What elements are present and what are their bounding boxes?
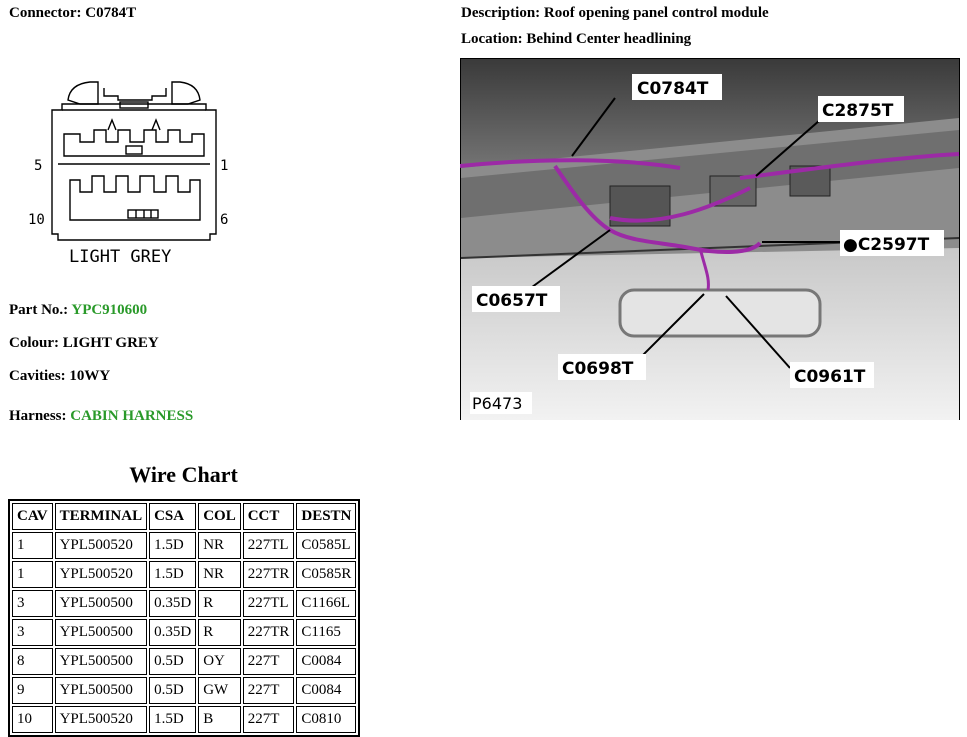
cell-col: GW bbox=[198, 677, 241, 704]
callout-c0657t: C0657T bbox=[476, 291, 548, 311]
cell-cct: 227T bbox=[242, 648, 295, 675]
location-label: Location: bbox=[461, 31, 523, 47]
cell-terminal: YPL500500 bbox=[54, 648, 148, 675]
cell-csa: 0.5D bbox=[149, 648, 197, 675]
photo-reference: P6473 bbox=[472, 394, 522, 413]
table-row: 1 YPL500520 1.5D NR 227TR C0585R bbox=[12, 561, 357, 588]
cell-cav: 1 bbox=[12, 532, 53, 559]
cell-cav: 3 bbox=[12, 619, 53, 646]
cell-cav: 9 bbox=[12, 677, 53, 704]
cavities-line: Cavities: 10WY bbox=[9, 368, 110, 385]
cell-cav: 3 bbox=[12, 590, 53, 617]
cell-cav: 10 bbox=[12, 706, 53, 733]
connector-face-diagram: 5 1 10 6 LIGHT GREY bbox=[28, 81, 228, 267]
cell-col: B bbox=[198, 706, 241, 733]
cell-terminal: YPL500520 bbox=[54, 561, 148, 588]
cell-cav: 1 bbox=[12, 561, 53, 588]
harness-line: Harness: CABIN HARNESS bbox=[9, 408, 193, 425]
colour-value: LIGHT GREY bbox=[62, 335, 159, 351]
pin-number-10: 10 bbox=[28, 212, 45, 228]
wire-chart-header-row: CAV TERMINAL CSA COL CCT DESTN bbox=[12, 503, 357, 530]
header-terminal: TERMINAL bbox=[54, 503, 148, 530]
callout-c2597t: ●C2597T bbox=[843, 235, 930, 255]
pin-number-6: 6 bbox=[220, 212, 228, 228]
location-photo: C0784T C2875T ●C2597T C0657T C0698T C096… bbox=[460, 58, 960, 420]
cell-destn: C0810 bbox=[296, 706, 357, 733]
table-row: 8 YPL500500 0.5D OY 227T C0084 bbox=[12, 648, 357, 675]
header-col: COL bbox=[198, 503, 241, 530]
colour-label: Colour: bbox=[9, 335, 59, 351]
description-line: Description: Roof opening panel control … bbox=[461, 5, 769, 22]
header-cct: CCT bbox=[242, 503, 295, 530]
location-line: Location: Behind Center headlining bbox=[461, 31, 691, 48]
table-row: 9 YPL500500 0.5D GW 227T C0084 bbox=[12, 677, 357, 704]
cell-col: OY bbox=[198, 648, 241, 675]
colour-line: Colour: LIGHT GREY bbox=[9, 335, 159, 352]
part-number-link[interactable]: YPC910600 bbox=[71, 302, 148, 318]
cell-destn: C0585L bbox=[296, 532, 357, 559]
pin-number-5: 5 bbox=[34, 158, 42, 174]
cell-cct: 227T bbox=[242, 677, 295, 704]
part-number-line: Part No.: YPC910600 bbox=[9, 302, 147, 319]
harness-label: Harness: bbox=[9, 408, 67, 424]
cell-cct: 227TL bbox=[242, 590, 295, 617]
cell-cct: 227T bbox=[242, 706, 295, 733]
wire-chart-title: Wire Chart bbox=[129, 462, 238, 487]
callout-c2875t: C2875T bbox=[822, 101, 894, 121]
cell-col: R bbox=[198, 619, 241, 646]
cell-csa: 0.5D bbox=[149, 677, 197, 704]
harness-link[interactable]: CABIN HARNESS bbox=[70, 408, 194, 424]
cavities-value: 10WY bbox=[69, 368, 111, 384]
cell-terminal: YPL500520 bbox=[54, 532, 148, 559]
cell-col: R bbox=[198, 590, 241, 617]
cell-csa: 1.5D bbox=[149, 561, 197, 588]
connector-label: Connector: bbox=[9, 5, 82, 21]
cell-csa: 0.35D bbox=[149, 590, 197, 617]
cell-col: NR bbox=[198, 532, 241, 559]
header-destn: DESTN bbox=[296, 503, 357, 530]
cell-terminal: YPL500520 bbox=[54, 706, 148, 733]
cell-terminal: YPL500500 bbox=[54, 619, 148, 646]
cell-cct: 227TR bbox=[242, 619, 295, 646]
pin-number-1: 1 bbox=[220, 158, 228, 174]
description-value: Roof opening panel control module bbox=[543, 5, 769, 21]
table-row: 3 YPL500500 0.35D R 227TR C1165 bbox=[12, 619, 357, 646]
cell-terminal: YPL500500 bbox=[54, 590, 148, 617]
cell-cct: 227TL bbox=[242, 532, 295, 559]
cell-destn: C1166L bbox=[296, 590, 357, 617]
part-number-label: Part No.: bbox=[9, 302, 69, 318]
header-csa: CSA bbox=[149, 503, 197, 530]
cell-cct: 227TR bbox=[242, 561, 295, 588]
cavities-label: Cavities: bbox=[9, 368, 66, 384]
cell-destn: C0084 bbox=[296, 677, 357, 704]
cell-destn: C1165 bbox=[296, 619, 357, 646]
wire-chart-table: CAV TERMINAL CSA COL CCT DESTN 1 YPL5005… bbox=[8, 499, 361, 737]
callout-c0784t: C0784T bbox=[637, 79, 709, 99]
connector-colour-caption: LIGHT GREY bbox=[69, 247, 171, 267]
connector-value: C0784T bbox=[85, 5, 137, 21]
cell-cav: 8 bbox=[12, 648, 53, 675]
table-row: 1 YPL500520 1.5D NR 227TL C0585L bbox=[12, 532, 357, 559]
callout-c0698t: C0698T bbox=[562, 359, 634, 379]
cell-col: NR bbox=[198, 561, 241, 588]
table-row: 10 YPL500520 1.5D B 227T C0810 bbox=[12, 706, 357, 733]
cell-csa: 0.35D bbox=[149, 619, 197, 646]
table-row: 3 YPL500500 0.35D R 227TL C1166L bbox=[12, 590, 357, 617]
connector-line: Connector: C0784T bbox=[9, 5, 136, 22]
callout-c0961t: C0961T bbox=[794, 367, 866, 387]
description-label: Description: bbox=[461, 5, 541, 21]
cell-terminal: YPL500500 bbox=[54, 677, 148, 704]
cell-csa: 1.5D bbox=[149, 706, 197, 733]
cell-destn: C0084 bbox=[296, 648, 357, 675]
header-cav: CAV bbox=[12, 503, 53, 530]
location-value: Behind Center headlining bbox=[526, 31, 692, 47]
cell-destn: C0585R bbox=[296, 561, 357, 588]
cell-csa: 1.5D bbox=[149, 532, 197, 559]
